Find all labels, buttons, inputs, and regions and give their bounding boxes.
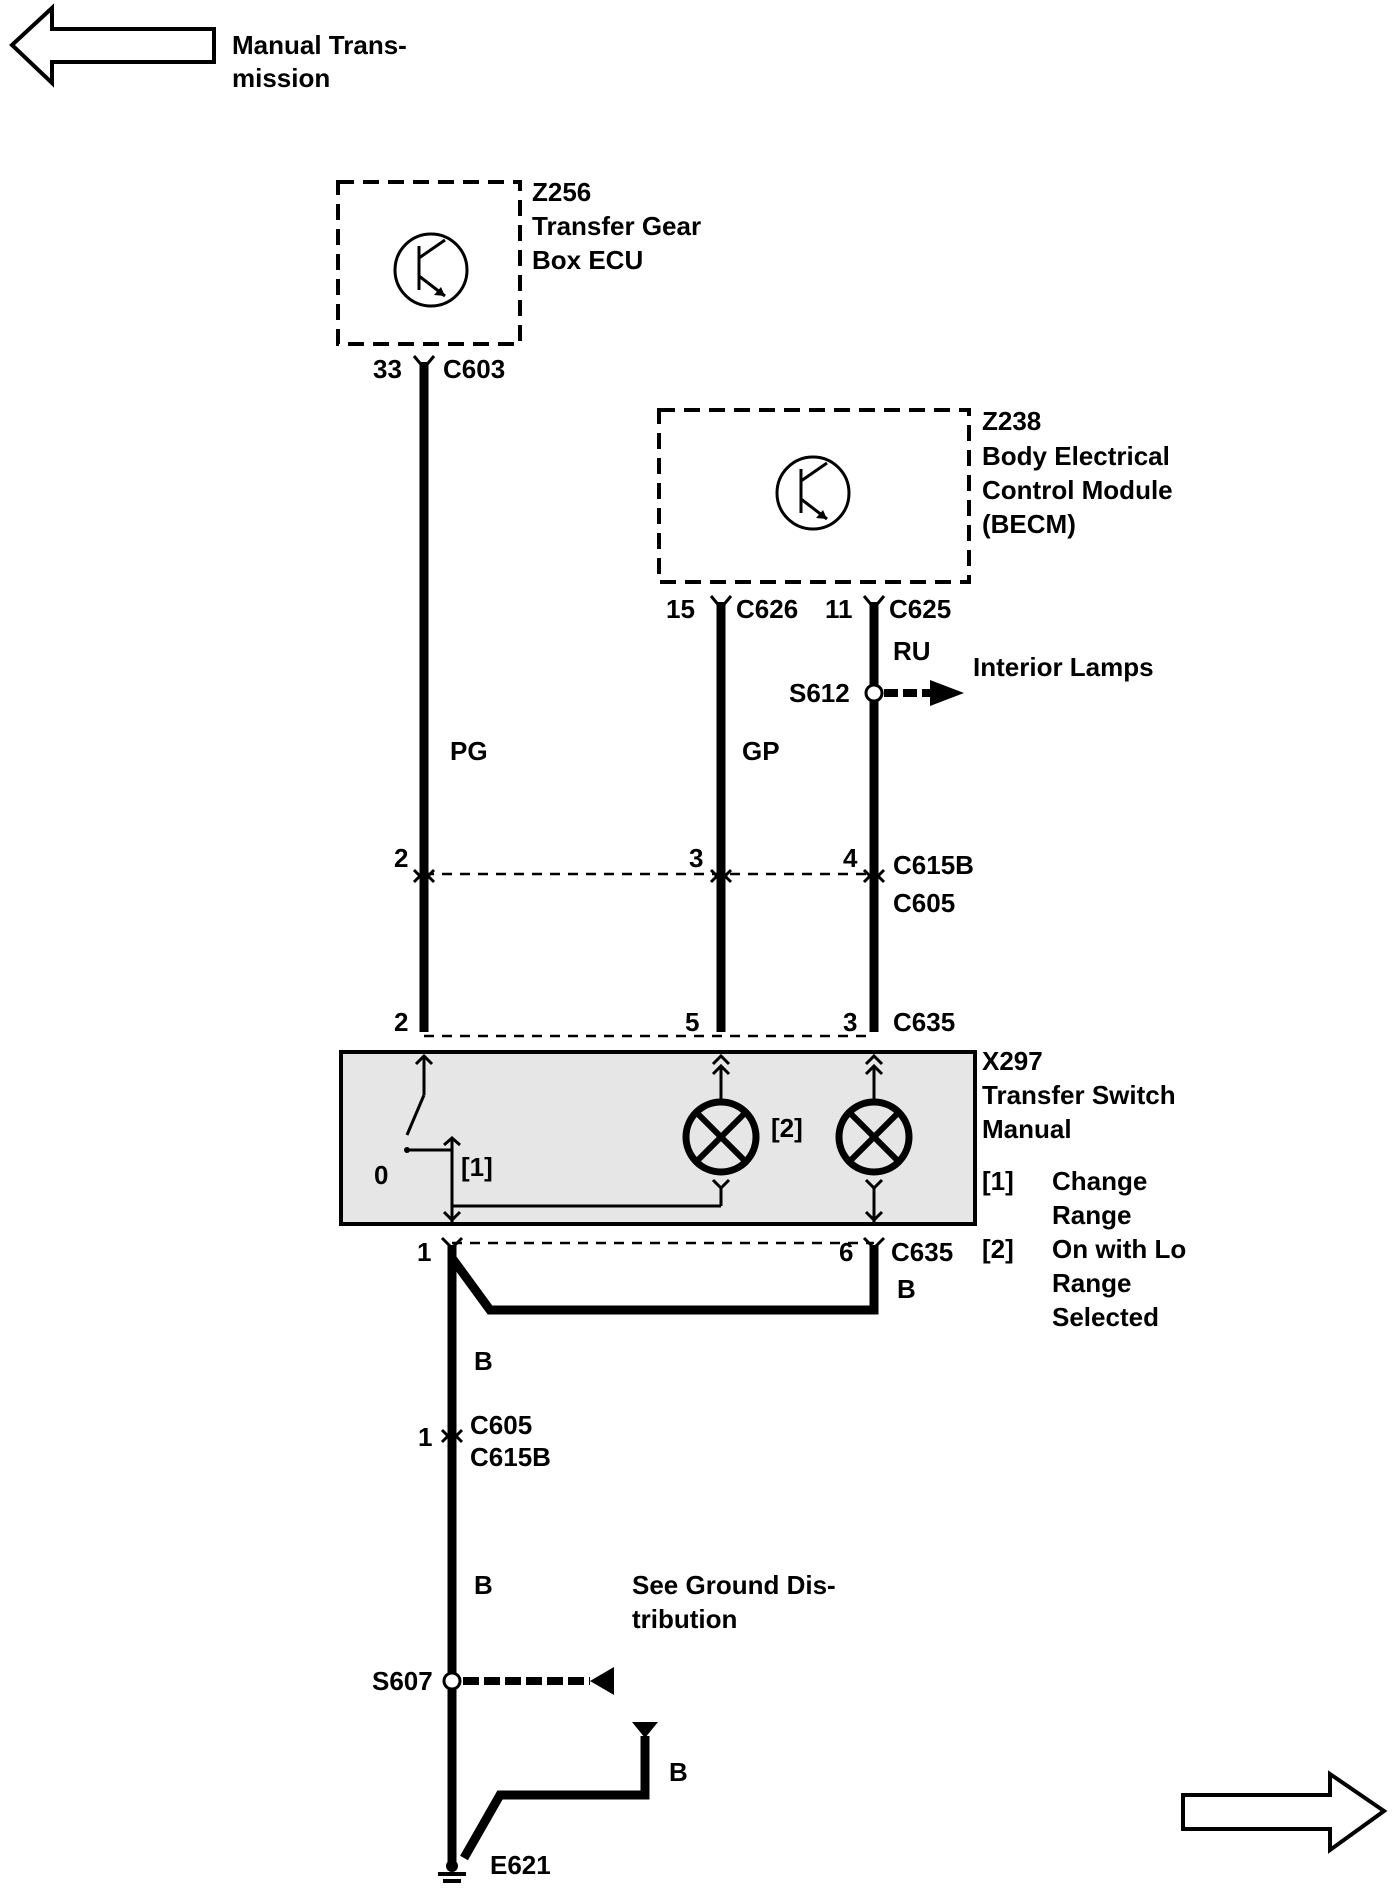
- connector-c635-top: C635: [893, 1007, 955, 1037]
- legend-key-1: [1]: [982, 1166, 1014, 1196]
- s607-source-line2[interactable]: tribution: [632, 1604, 737, 1634]
- wire-label-b-lower: B: [474, 1570, 493, 1600]
- splice-s607: S607: [372, 1666, 433, 1696]
- splice-s612: S612: [789, 678, 850, 708]
- z238-name-line1: Body Electrical: [982, 441, 1170, 471]
- arrow-left-icon: [590, 1667, 614, 1695]
- connector-c605-bottom-markers: [440, 1428, 464, 1444]
- legend-note-1-line1: Change: [1052, 1166, 1147, 1196]
- x297-switch-box: [339, 1050, 977, 1226]
- transistor-icon: [775, 455, 851, 531]
- z256-id: Z256: [532, 177, 591, 207]
- wire-label-gp: GP: [742, 736, 780, 766]
- pin-3-c615b: 3: [689, 843, 703, 873]
- pin-2-c615b: 2: [394, 843, 408, 873]
- pin-1-c605: 1: [418, 1422, 432, 1452]
- switch-contact-icon: [404, 1053, 723, 1223]
- nav-left-arrow[interactable]: [9, 3, 216, 88]
- connector-c603: C603: [443, 354, 505, 384]
- splice-s607-dot: [442, 1671, 462, 1691]
- transistor-icon: [393, 232, 469, 308]
- legend-note-2-line3: Selected: [1052, 1302, 1159, 1332]
- connector-c615b: C615B: [893, 850, 974, 880]
- connector-c635-bottom: C635: [891, 1237, 953, 1267]
- z256-name-line2: Box ECU: [532, 245, 643, 275]
- pin-4-c615b: 4: [843, 843, 858, 873]
- connector-c625: C625: [889, 594, 951, 624]
- connector-arrow-down-icon: [632, 1722, 658, 1738]
- x297-name-line1: Transfer Switch: [982, 1080, 1176, 1110]
- switch-position-0: 0: [374, 1160, 388, 1190]
- arrow-right-icon: [930, 680, 964, 706]
- wire-label-b-upper: B: [474, 1346, 493, 1376]
- switch-mark-1: [1]: [461, 1152, 493, 1182]
- pin-6-c635: 6: [839, 1237, 853, 1267]
- wire-label-pg: PG: [450, 736, 488, 766]
- z238-id: Z238: [982, 406, 1041, 436]
- s607-source-line1[interactable]: See Ground Dis-: [632, 1570, 836, 1600]
- legend-note-2-line2: Range: [1052, 1268, 1131, 1298]
- legend-note-1-line2: Range: [1052, 1200, 1131, 1230]
- ground-e621: E621: [490, 1850, 551, 1880]
- lamp-icon: [682, 1053, 760, 1191]
- pin-33: 33: [373, 354, 402, 384]
- wire-label-b-return: B: [897, 1274, 916, 1304]
- z238-name-line2: Control Module: [982, 475, 1173, 505]
- s612-destination[interactable]: Interior Lamps: [973, 652, 1154, 682]
- connector-c615b-pin-markers: [412, 868, 886, 884]
- connector-c605-bottom: C605: [470, 1410, 532, 1440]
- z256-name-line1: Transfer Gear: [532, 211, 701, 241]
- splice-s612-dot: [864, 683, 884, 703]
- z256-module-box: [336, 180, 522, 346]
- pin-5-c635: 5: [685, 1007, 699, 1037]
- wire-label-ru: RU: [893, 636, 931, 666]
- wire-label-b-ground: B: [669, 1757, 688, 1787]
- x297-name-line2: Manual: [982, 1114, 1072, 1144]
- connector-c605: C605: [893, 888, 955, 918]
- pin-1-c635: 1: [417, 1237, 431, 1267]
- wire-b-return: [448, 1245, 879, 1315]
- nav-right-arrow[interactable]: [1181, 1770, 1388, 1854]
- nav-left-label-line1: Manual Trans-: [232, 30, 407, 60]
- pin-11: 11: [825, 594, 853, 624]
- wire-b-ground-feed: [460, 1736, 650, 1861]
- connector-c626: C626: [736, 594, 798, 624]
- ground-icon: [438, 1860, 466, 1883]
- z238-module-box: [657, 408, 971, 584]
- x297-id: X297: [982, 1046, 1043, 1076]
- pin-3-c635: 3: [843, 1007, 857, 1037]
- lamp-icon: [835, 1053, 913, 1223]
- connector-c615b-bottom: C615B: [470, 1442, 551, 1472]
- legend-note-2-line1: On with Lo: [1052, 1234, 1186, 1264]
- z238-name-line3: (BECM): [982, 509, 1076, 539]
- nav-left-label-line2: mission: [232, 63, 330, 93]
- pin-2-c635: 2: [394, 1007, 408, 1037]
- lamp-mark-2: [2]: [771, 1113, 803, 1143]
- legend-key-2: [2]: [982, 1234, 1014, 1264]
- pin-15: 15: [666, 594, 695, 624]
